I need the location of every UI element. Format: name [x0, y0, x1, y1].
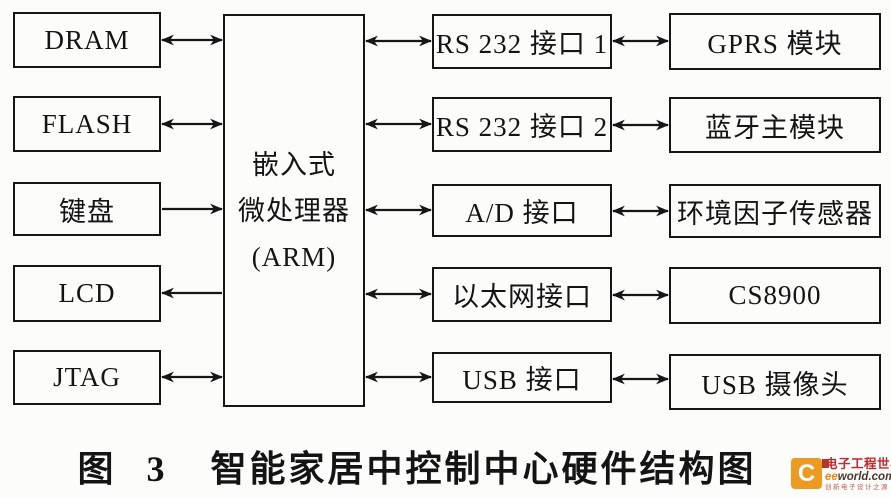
eeworld-logo-glyph: C	[797, 459, 816, 487]
block-cs8900: CS8900	[669, 267, 881, 324]
figure-caption: 图 3 智能家居中控制中心硬件结构图	[0, 440, 834, 492]
eeworld-logo-icon: C	[791, 458, 829, 489]
eeworld-domain: eeworld.com.cn	[825, 470, 891, 484]
block-bluetooth-module: 蓝牙主模块	[669, 97, 881, 153]
block-arm-processor: 嵌入式 微处理器 (ARM)	[223, 14, 365, 407]
block-gprs-module: GPRS 模块	[669, 13, 881, 70]
arm-label-line-2: 微处理器	[238, 195, 350, 226]
figure-title: 智能家居中控制中心硬件结构图	[210, 449, 757, 489]
figure-number: 图 3	[77, 449, 177, 489]
block-ethernet-port: 以太网接口	[432, 267, 612, 322]
eeworld-logo-accent	[822, 459, 829, 468]
block-rs232-port-2: RS 232 接口 2	[432, 97, 612, 152]
arm-label-line-1: 嵌入式	[252, 149, 336, 180]
block-keyboard: 键盘	[13, 182, 161, 236]
block-rs232-port-1: RS 232 接口 1	[432, 14, 612, 69]
block-environment-sensor: 环境因子传感器	[669, 184, 881, 238]
block-jtag: JTAG	[13, 350, 161, 405]
eeworld-domain-ee: ee	[825, 470, 838, 483]
eeworld-watermark: C 电子工程世界 eeworld.com.cn 创新电子设计之源	[791, 455, 891, 497]
block-dram: DRAM	[13, 12, 161, 68]
block-flash: FLASH	[13, 96, 161, 152]
block-usb-camera: USB 摄像头	[669, 354, 881, 410]
block-lcd: LCD	[13, 265, 161, 322]
arm-label-line-3: (ARM)	[251, 241, 337, 272]
block-usb-port: USB 接口	[432, 352, 612, 403]
block-ad-port: A/D 接口	[432, 184, 612, 237]
eeworld-domain-rest: world.com.cn	[837, 470, 891, 483]
eeworld-slogan: 创新电子设计之源	[825, 484, 889, 491]
eeworld-site-name: 电子工程世界	[825, 457, 891, 471]
